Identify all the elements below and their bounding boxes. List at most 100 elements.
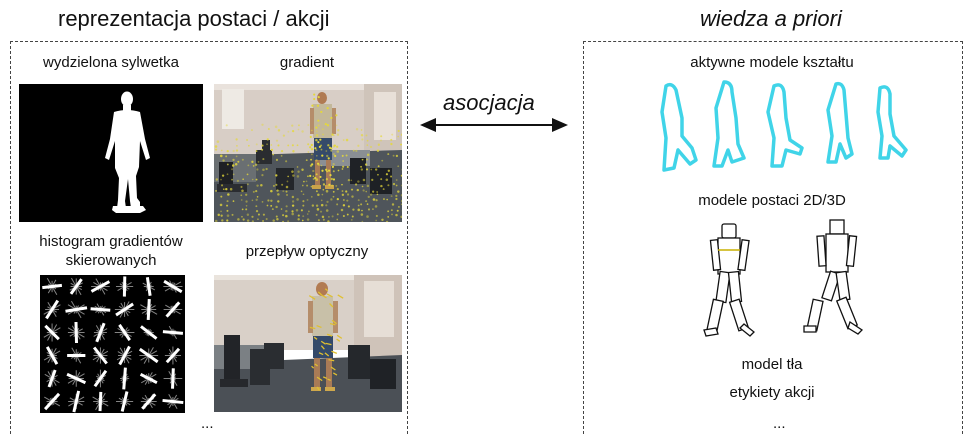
gradient-dot [255, 205, 258, 208]
gradient-dot [317, 95, 320, 99]
gradient-dot [291, 200, 295, 203]
hog-cells [42, 276, 184, 413]
hog-cell [142, 277, 156, 296]
gradient-dot [270, 144, 273, 146]
gradient-dot [282, 134, 286, 137]
gradient-dot [241, 158, 244, 161]
gradient-dot [217, 213, 220, 217]
gradient-dot [391, 133, 394, 136]
gradient-dot [312, 177, 315, 181]
gradient-dot [311, 163, 314, 166]
gradient-dot [271, 208, 274, 211]
gradient-dot [326, 200, 329, 203]
gradient-dot [267, 199, 270, 202]
right-ellipsis: ... [773, 415, 786, 432]
gradient-dot [251, 220, 255, 222]
gradient-dot [237, 160, 240, 163]
flow-arrow [329, 303, 334, 308]
gradient-dot [266, 143, 268, 146]
gradient-dot [380, 184, 383, 188]
hog-cell [116, 391, 134, 412]
gradient-dot [245, 193, 248, 196]
right-panel-title: wiedza a priori [700, 6, 842, 31]
gradient-dot [281, 183, 284, 186]
gradient-dot [235, 149, 239, 152]
gradient-dot [356, 188, 359, 192]
gradient-dot [397, 135, 399, 138]
hog-label-line1: histogram gradientów [39, 233, 183, 250]
gradient-dot [361, 185, 364, 188]
gradient-dot [397, 190, 400, 193]
hog-cell [163, 279, 183, 294]
left-panel-title: reprezentacja postaci / akcji [58, 6, 330, 31]
flow-arrow [325, 342, 332, 346]
silhouette-image [19, 84, 203, 222]
gradient-dot [275, 139, 279, 142]
gradient-dot [346, 213, 349, 216]
gradient-dot [303, 180, 305, 183]
gradient-dot [400, 194, 402, 197]
gradient-dot [326, 124, 330, 127]
shape-model-2 [712, 80, 746, 168]
hog-cell [138, 347, 159, 364]
gradient-dot [272, 219, 275, 222]
gradient-dot [321, 193, 324, 196]
hog-cell [139, 372, 158, 385]
gradient-dot [292, 174, 295, 177]
gradient-dot [302, 204, 305, 207]
gradient-dots [214, 93, 402, 222]
gradient-dot [255, 150, 258, 152]
hog-cell [116, 345, 133, 366]
gradient-dot [325, 189, 329, 193]
gradient-dot [232, 173, 235, 176]
gradient-dot [266, 204, 269, 207]
gradient-dot [325, 209, 329, 212]
gradient-dot [265, 167, 268, 171]
gradient-dot [367, 208, 371, 211]
gradient-dot [261, 174, 264, 177]
gradient-dot [341, 183, 343, 186]
gradient-dot [220, 178, 222, 181]
gradient-dot [332, 170, 335, 173]
gradient-dot [262, 220, 264, 222]
gradient-dot [315, 138, 318, 142]
action-labels-label: etykiety akcji [729, 384, 815, 401]
gradient-dot [302, 193, 305, 196]
gradient-dot [314, 176, 317, 180]
gradient-dot [232, 158, 235, 162]
gradient-dot [231, 164, 235, 167]
gradient-dot [275, 183, 278, 186]
right-panel [583, 41, 963, 434]
gradient-dot [391, 203, 395, 206]
association-arrow [420, 114, 568, 136]
gradient-dot [235, 138, 238, 141]
left-ellipsis: ... [201, 415, 214, 432]
gradient-dot [329, 174, 332, 177]
flow-arrow [324, 288, 329, 292]
gradient-dot [316, 104, 320, 107]
gradient-dot [390, 209, 393, 212]
gradient-dot [332, 153, 336, 156]
gradient-dot [222, 188, 225, 191]
gradient-dot [291, 212, 294, 216]
gradient-dot [390, 195, 393, 198]
gradient-dot [400, 143, 402, 146]
gradient-dot [319, 175, 322, 179]
gradient-dot [261, 200, 264, 203]
gradient-dot [317, 193, 320, 196]
gradient-dot [280, 150, 284, 153]
gradient-dot [346, 199, 349, 202]
gradient-dot [214, 148, 218, 151]
gradient-dot [317, 141, 320, 144]
hog-cell [163, 368, 183, 389]
gradient-dot [365, 200, 368, 203]
gradient-dot [341, 193, 345, 197]
hog-cell [164, 346, 181, 365]
gradient-dot [246, 139, 248, 141]
gradient-dot [280, 208, 283, 210]
gradient-dot [385, 220, 389, 222]
gradient-dot [395, 194, 398, 197]
gradient-dot [291, 195, 295, 199]
gradient-dot [219, 154, 223, 158]
hog-cell [162, 325, 184, 340]
